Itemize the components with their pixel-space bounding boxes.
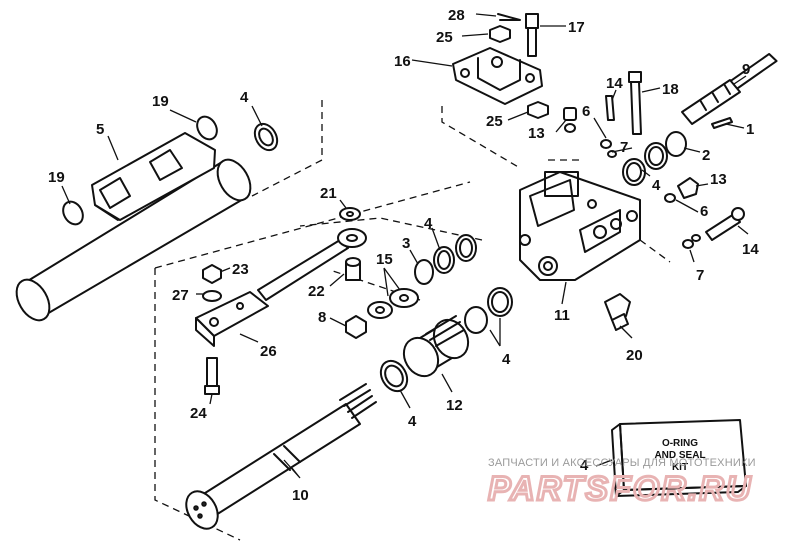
part-washer-21 [339,207,361,221]
callout-19-top: 19 [152,93,169,110]
callout-19-left: 19 [48,169,65,186]
callout-4-lower: 4 [502,351,511,368]
part-fitting-20 [604,293,631,331]
callout-7-top: 7 [620,139,628,156]
part-oring-3 [414,259,434,285]
part-link-arm-26 [195,228,367,347]
callout-6-right: 6 [700,203,708,220]
part-seal-7-top [600,139,612,149]
part-nut-8 [345,315,367,339]
part-seal-6-top [564,123,576,133]
callout-numbers: 1 2 3 4 4 4 4 4 4 5 6 6 7 7 8 9 10 10 11… [48,7,759,504]
callout-20: 20 [626,347,643,364]
part-oring-2 [665,131,687,157]
part-plug-13-top [563,107,577,121]
callout-25-top: 25 [436,29,453,46]
part-shaft-9 [681,52,778,125]
part-bolt-24 [204,357,220,395]
callout-14-right: 14 [742,241,759,258]
leader-lines [61,13,749,479]
callout-13-top: 13 [528,125,545,142]
kit-label-line-1: O-RING [662,438,698,449]
part-piston-rod-10 [185,383,377,530]
callout-4-kit: 4 [580,457,589,474]
callout-18: 18 [662,81,679,98]
callout-2: 2 [702,147,710,164]
part-valve-body [519,171,641,281]
callout-24: 24 [190,405,207,422]
watermark: ЗАПЧАСТИ И АКСЕССУАРЫ ДЛЯ МОТОТЕХНИКИ PA… [487,457,756,510]
kit-label-line-2: AND SEAL [654,450,705,461]
part-oring-19-left [62,200,84,226]
part-cylinder-tube [15,132,252,322]
callout-27: 27 [172,287,189,304]
callout-6-top: 6 [582,103,590,120]
part-bolt-17 [525,13,539,57]
callout-28: 28 [448,7,465,24]
seal-kit-box: O-RING AND SEAL KIT [611,419,747,497]
callout-12: 12 [446,397,463,414]
callout-1: 1 [746,121,754,138]
callout-4-center: 4 [424,215,433,232]
callout-13-right: 13 [710,171,727,188]
part-washers-15 [367,288,419,319]
part-oring-19-top [196,115,218,141]
part-nut-25-mid [527,101,549,119]
callout-7-right: 7 [696,267,704,284]
kit-label-line-3: KIT [672,462,688,473]
part-washer-27 [202,290,222,302]
part-oring-4-top [253,122,279,152]
part-pin-1 [711,117,733,129]
part-nut-25-top [489,25,511,43]
callout-21: 21 [320,185,337,202]
part-bolt-14-top [605,95,615,121]
part-seal-6-right [664,193,676,203]
callout-4-top: 4 [240,89,249,106]
callout-23: 23 [232,261,249,278]
part-plug-13-right [677,177,699,199]
callout-4-piston: 4 [408,413,417,430]
callout-16: 16 [394,53,411,70]
callout-25-mid: 25 [486,113,503,130]
part-long-bolt-18 [628,71,642,135]
callout-8: 8 [318,309,326,326]
part-seal-7-right [682,239,694,249]
callout-15: 15 [376,251,393,268]
part-bolt-14-right [705,207,745,241]
callout-10: 10 [292,487,309,504]
callout-5: 5 [96,121,104,138]
callout-14-top: 14 [606,75,623,92]
callout-26: 26 [260,343,277,360]
part-piston-12 [402,315,470,378]
part-oring-4-lower-b [464,306,488,334]
part-spacer-22 [345,257,361,281]
part-cotter-pin [497,13,521,21]
callout-9: 9 [742,61,750,78]
watermark-caption: ЗАПЧАСТИ И АКСЕССУАРЫ ДЛЯ МОТОТЕХНИКИ [488,457,756,469]
part-nut-23 [202,264,222,284]
callout-11: 11 [554,307,570,324]
callout-22: 22 [308,283,325,300]
callout-17: 17 [568,19,585,36]
watermark-logo: PARTSFOR.RU [488,470,752,508]
part-bracket [452,47,543,105]
callout-4-right: 4 [652,177,661,194]
callout-3: 3 [402,235,410,252]
